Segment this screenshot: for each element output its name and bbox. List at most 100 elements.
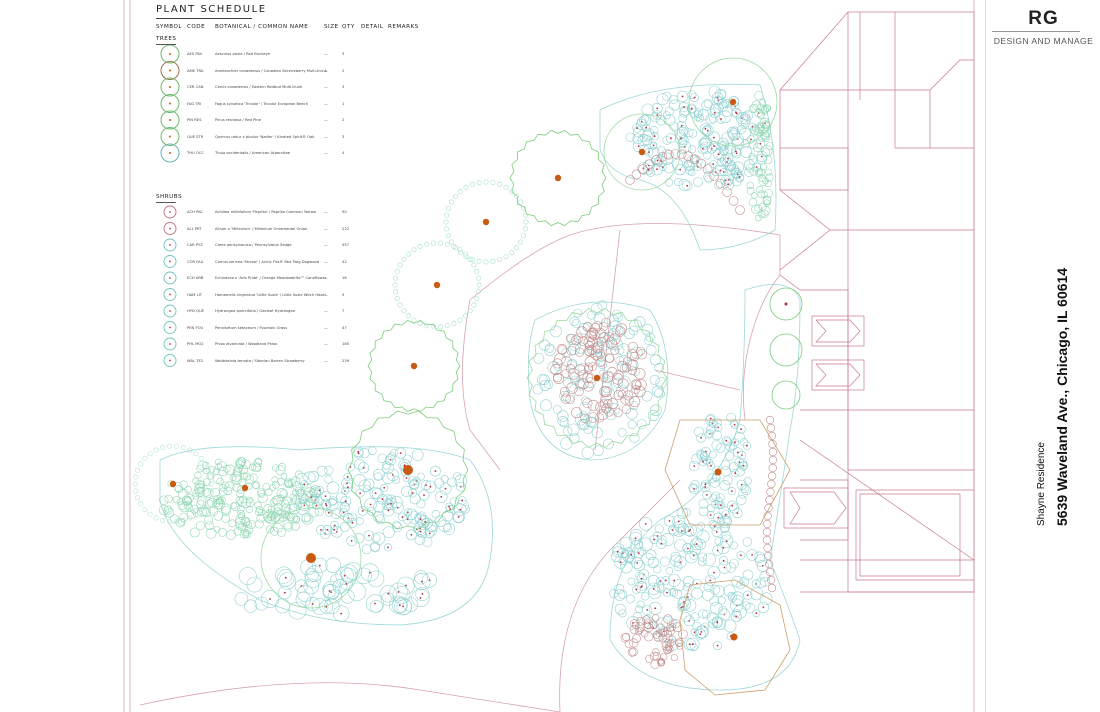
plant-center	[320, 529, 322, 531]
shrub-ring	[467, 256, 473, 262]
plant	[643, 621, 652, 629]
plant	[660, 152, 674, 165]
plant	[625, 132, 635, 142]
plant	[457, 496, 467, 505]
plant	[613, 389, 624, 400]
plant	[719, 556, 729, 566]
plant-center	[428, 532, 431, 535]
plant	[645, 549, 657, 561]
plant-center	[419, 597, 422, 599]
shrub-ring	[518, 239, 524, 245]
shrub-ring	[503, 184, 509, 190]
plant	[392, 586, 411, 604]
plant-center	[357, 450, 360, 453]
plant-center	[429, 485, 432, 488]
plant-center	[406, 518, 409, 521]
plant	[625, 175, 635, 185]
plant	[614, 603, 626, 615]
plant	[707, 131, 721, 144]
row-size: —	[324, 85, 328, 89]
plant	[634, 539, 643, 549]
plant	[164, 494, 173, 503]
plant	[339, 502, 350, 513]
plant	[687, 168, 696, 176]
plant	[660, 627, 669, 636]
plant-center	[632, 622, 634, 624]
plant	[732, 447, 743, 458]
plant	[420, 480, 432, 491]
plant	[611, 373, 624, 385]
plant-center	[737, 451, 739, 454]
shrub-ring	[476, 180, 482, 186]
plant	[768, 447, 778, 457]
plant	[461, 504, 470, 514]
plant	[663, 515, 676, 527]
plant	[332, 579, 348, 594]
plant	[159, 495, 169, 505]
plant	[194, 483, 205, 494]
plant	[214, 498, 225, 510]
plant	[405, 508, 418, 520]
plant-center	[344, 500, 347, 503]
plant	[662, 135, 672, 145]
plant	[197, 496, 207, 506]
plant-center	[399, 452, 402, 454]
row-name: Thuja occidentalis / American Arborvitae	[215, 151, 290, 155]
plant	[213, 494, 223, 504]
plant-center	[736, 173, 739, 176]
plant	[630, 366, 641, 377]
plant	[637, 133, 650, 147]
plant	[739, 114, 751, 125]
plant	[550, 364, 562, 376]
plant	[624, 396, 634, 406]
shrub-ring	[160, 518, 166, 523]
plant	[739, 576, 750, 587]
plant	[697, 143, 709, 155]
plant-center	[645, 126, 648, 129]
plant	[766, 142, 774, 150]
plant	[285, 480, 293, 489]
plant	[748, 152, 756, 160]
plant	[246, 496, 253, 504]
row-code: PHL MO2	[187, 342, 204, 346]
shrub-ring	[452, 193, 458, 199]
plant	[701, 588, 714, 601]
plant	[698, 609, 708, 619]
shrub-ring	[503, 254, 509, 260]
plant	[653, 531, 662, 541]
plant	[281, 499, 289, 508]
shrub-ring	[153, 447, 159, 453]
plant-center	[634, 537, 637, 540]
plant	[447, 477, 457, 488]
plant	[708, 520, 717, 529]
shrub-ring	[431, 240, 436, 246]
shrub-ring	[193, 511, 199, 517]
plant	[736, 580, 745, 590]
row-name: Pennisetum setaceum / Fountain Grass	[215, 325, 288, 330]
plant	[714, 496, 723, 506]
plant	[698, 138, 708, 148]
plant	[649, 142, 658, 150]
plant-center	[368, 534, 370, 537]
plant	[192, 477, 200, 485]
plant	[613, 583, 625, 595]
plant	[380, 592, 395, 606]
plant	[257, 493, 268, 503]
plant	[340, 521, 350, 532]
plant	[591, 427, 603, 439]
plant	[627, 577, 636, 586]
plant	[644, 632, 654, 642]
plant	[700, 479, 710, 489]
plant-center	[680, 606, 683, 609]
plant	[762, 127, 771, 137]
shrub-ring	[448, 239, 454, 245]
shrub-ring	[457, 188, 463, 194]
plant	[636, 600, 645, 609]
plant	[586, 344, 597, 355]
plant	[659, 556, 670, 567]
plant	[754, 204, 762, 213]
plant	[704, 163, 715, 173]
plant	[630, 379, 642, 390]
row-size: —	[324, 210, 328, 214]
